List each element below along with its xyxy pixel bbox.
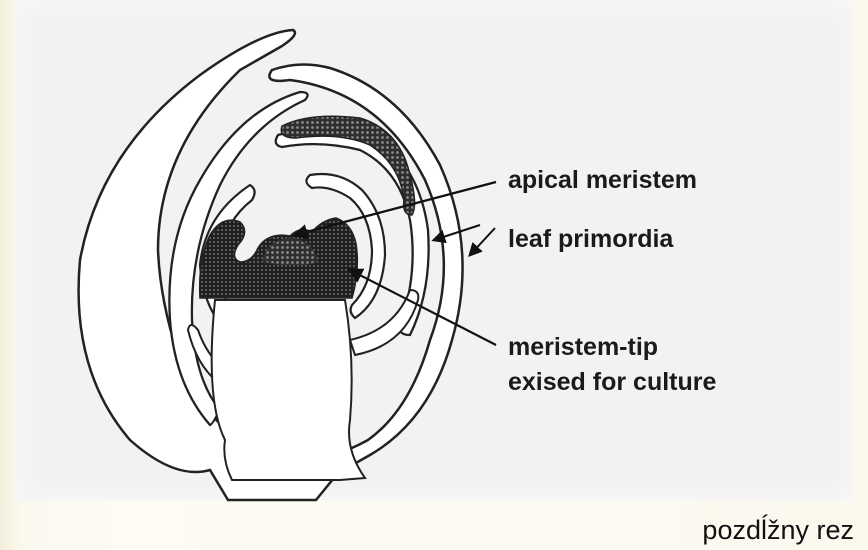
- label-exised-for-culture: exised for culture: [508, 368, 716, 396]
- leaf-primordia-leader-2: [470, 228, 495, 255]
- label-meristem-tip: meristem-tip: [508, 333, 658, 361]
- stem-base: [212, 300, 365, 480]
- apical-meristem-leader: [295, 182, 496, 235]
- label-leaf-primordia: leaf primordia: [508, 225, 673, 253]
- caption-longitudinal-section: pozdĺžny rez: [702, 515, 854, 546]
- label-apical-meristem: apical meristem: [508, 166, 697, 194]
